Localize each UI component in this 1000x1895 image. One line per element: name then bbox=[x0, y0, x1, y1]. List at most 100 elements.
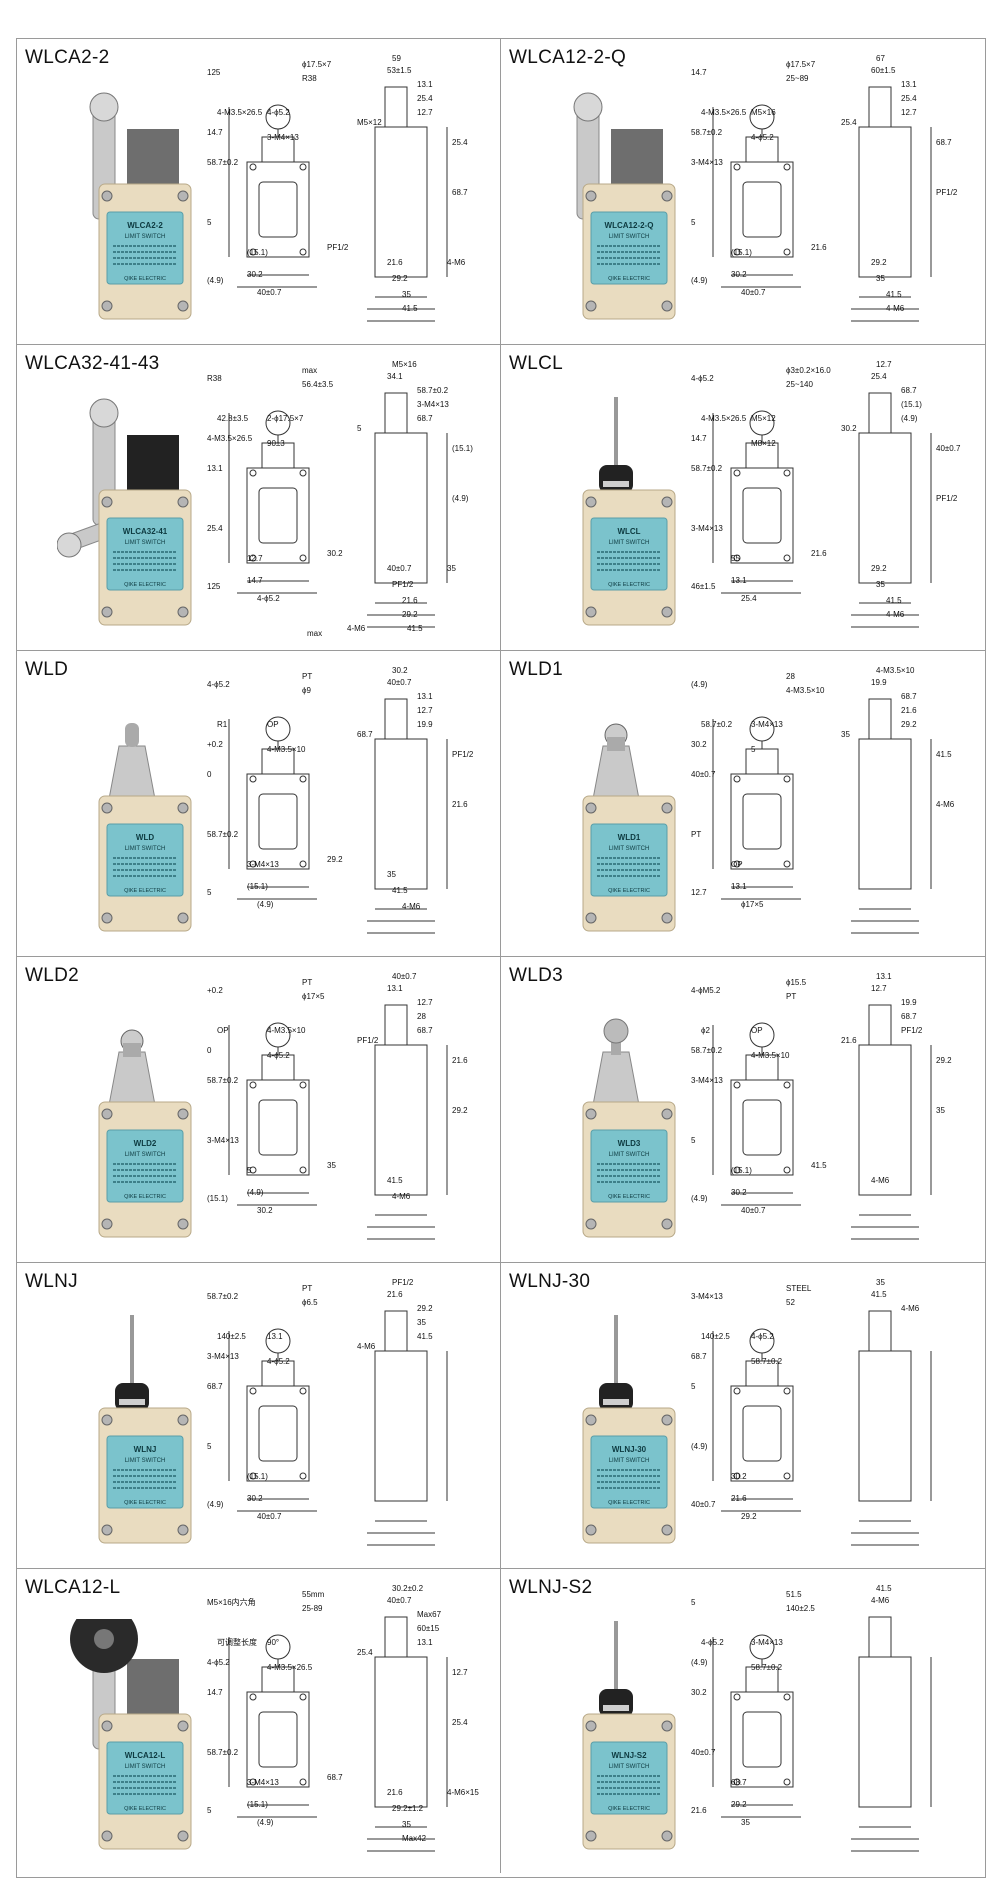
dimension-label: 41.5 bbox=[886, 290, 902, 299]
dimension-label: ϕ17.5×7 bbox=[786, 60, 816, 69]
product-title: WLNJ bbox=[25, 1271, 78, 1292]
dimension-label: PT bbox=[691, 830, 701, 839]
dimension-label: R38 bbox=[302, 74, 317, 83]
dimension-label: 30.2 bbox=[841, 424, 857, 433]
dimension-label: 35 bbox=[447, 564, 456, 573]
dimension-label: 5 bbox=[691, 1136, 696, 1145]
dimension-label: 58.7±0.2 bbox=[207, 1076, 239, 1085]
dimension-label: 34.1 bbox=[387, 372, 403, 381]
dimension-label: 41.5 bbox=[886, 596, 902, 605]
dimension-label: 5 bbox=[691, 218, 696, 227]
dimension-label: 21.6 bbox=[901, 706, 917, 715]
dimension-label: 12.7 bbox=[452, 1668, 468, 1677]
dimension-label: PF1/2 bbox=[901, 1026, 923, 1035]
dimension-label: (15.1) bbox=[247, 1800, 268, 1809]
dimension-label: 14.7 bbox=[207, 128, 223, 137]
dimension-label: 58.7±0.2 bbox=[691, 128, 723, 137]
dimension-label: 13.1 bbox=[417, 1638, 433, 1647]
dimension-label: 21.6 bbox=[387, 1290, 403, 1299]
dimension-label: 21.6 bbox=[731, 1494, 747, 1503]
brand-text: QIKE ELECTRIC bbox=[608, 888, 650, 894]
dimension-label: 3-M4×13 bbox=[691, 1292, 723, 1301]
dimension-label: 3-M4×13 bbox=[207, 1352, 239, 1361]
dimension-label: 4-M3.5×10 bbox=[876, 666, 915, 675]
label-type-text: LIMIT SWITCH bbox=[125, 846, 166, 852]
dimension-label: 5 bbox=[357, 424, 362, 433]
dimension-label: (15.1) bbox=[247, 248, 268, 257]
dimension-label: 4-M6 bbox=[392, 1192, 411, 1201]
dimension-label: 29.2 bbox=[936, 1056, 952, 1065]
dimension-label: max bbox=[302, 366, 317, 375]
product-title: WLCA32-41-43 bbox=[25, 353, 160, 374]
dimension-label: 35 bbox=[387, 870, 396, 879]
dimension-label: 25.4 bbox=[871, 372, 887, 381]
dimension-label: 40±0.7 bbox=[257, 1512, 282, 1521]
dimension-label: (4.9) bbox=[691, 680, 708, 689]
dimension-label: 58.7±0.2 bbox=[751, 1663, 783, 1672]
dimension-label: 140±2.5 bbox=[701, 1332, 730, 1341]
product-title: WLD2 bbox=[25, 965, 79, 986]
dimension-label: 3-M4×13 bbox=[691, 1076, 723, 1085]
dimension-label: 14.7 bbox=[691, 434, 707, 443]
dimension-label: 4-ϕM5.2 bbox=[691, 986, 721, 995]
dimension-label: 30.2±0.2 bbox=[392, 1584, 424, 1593]
dimension-label: 67 bbox=[876, 54, 885, 63]
dimension-label: 5 bbox=[207, 1806, 212, 1815]
dimension-label: 4-M6×15 bbox=[447, 1788, 479, 1797]
dimension-label: (15.1) bbox=[247, 1472, 268, 1481]
dimension-label: PF1/2 bbox=[392, 1278, 414, 1287]
dimension-label: 4-M3.5×10 bbox=[786, 686, 825, 695]
dimension-label: 4-M3.5×26.5 bbox=[701, 108, 747, 117]
dimension-label: 41.5 bbox=[387, 1176, 403, 1185]
dimension-label: 2-ϕ17.5×7 bbox=[267, 414, 304, 423]
dimension-label: 58.7±0.2 bbox=[207, 830, 239, 839]
dimension-label: 5 bbox=[247, 1166, 252, 1175]
dimension-label: M5×16内六角 bbox=[207, 1597, 256, 1607]
product-title: WLNJ-30 bbox=[509, 1271, 591, 1292]
dimension-label: (4.9) bbox=[257, 1818, 274, 1827]
label-type-text: LIMIT SWITCH bbox=[125, 1152, 166, 1158]
dimension-label: OP bbox=[217, 1026, 229, 1035]
dimension-label: 29.2 bbox=[871, 258, 887, 267]
dimension-label: PT bbox=[302, 672, 312, 681]
dimension-label: OP bbox=[751, 1026, 763, 1035]
brand-text: QIKE ELECTRIC bbox=[124, 888, 166, 894]
dimension-label: 35 bbox=[876, 274, 885, 283]
label-model-text: WLCA2-2 bbox=[127, 221, 163, 230]
dimension-label: 68.7 bbox=[901, 1012, 917, 1021]
label-model-text: WLCA12-L bbox=[125, 1751, 166, 1760]
dimension-label: 25.4 bbox=[841, 118, 857, 127]
dimension-label: 4-M6 bbox=[871, 1596, 890, 1605]
label-type-text: LIMIT SWITCH bbox=[609, 234, 650, 240]
dimension-label: 25.4 bbox=[901, 94, 917, 103]
dimension-label: 29.2 bbox=[731, 1800, 747, 1809]
dimension-label: 35 bbox=[417, 1318, 426, 1327]
dimension-label: 12.7 bbox=[417, 108, 433, 117]
dimension-label: 4-ϕ5.2 bbox=[751, 1332, 774, 1341]
dimension-label: 30.2 bbox=[257, 1206, 273, 1215]
dimension-label: 21.6 bbox=[452, 800, 468, 809]
dimension-label: 21.6 bbox=[402, 596, 418, 605]
dimension-label: ϕ17×5 bbox=[302, 992, 325, 1001]
dimension-label: 4-ϕ5.2 bbox=[207, 1658, 230, 1667]
dimension-label: M5×12 bbox=[751, 414, 776, 423]
dimension-label: ϕ17.5×7 bbox=[302, 60, 332, 69]
dimension-label: max bbox=[307, 629, 322, 638]
brand-text: QIKE ELECTRIC bbox=[124, 276, 166, 282]
dimension-label: 5 bbox=[691, 1598, 696, 1607]
dimension-label: 35 bbox=[876, 1278, 885, 1287]
dimension-label: 60±15 bbox=[417, 1624, 440, 1633]
dimension-label: 4-M6 bbox=[886, 304, 905, 313]
dimension-label: 30.2 bbox=[392, 666, 408, 675]
dimension-label: 4-M6 bbox=[871, 1176, 890, 1185]
